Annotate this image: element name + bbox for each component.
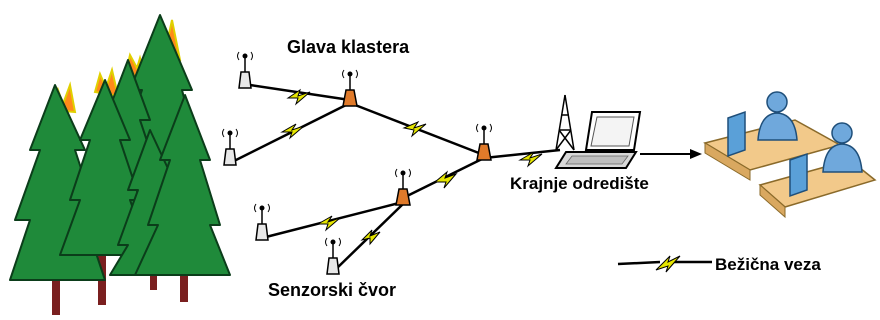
cluster-heads (342, 69, 492, 206)
forest-fire-illustration (9, 14, 231, 315)
trees (9, 14, 231, 281)
cluster-head-node (342, 69, 358, 107)
arrow-icon (640, 149, 702, 159)
cluster-head-label: Glava klastera (287, 37, 410, 57)
sensor-node (237, 51, 253, 89)
cluster-head-node (476, 123, 492, 161)
sensor-node-label: Senzorski čvor (268, 280, 397, 300)
sensor-node (254, 203, 270, 241)
radio-tower-icon (555, 94, 575, 151)
legend-wireless-link-label: Bežična veza (715, 255, 821, 274)
wireless-link-bolts (280, 88, 543, 246)
sensor-nodes (222, 51, 341, 275)
cluster-head-node (395, 168, 411, 206)
sensor-node (222, 128, 238, 166)
laptop-icon (554, 111, 642, 169)
legend-wireless-link-symbol (617, 255, 712, 273)
sensor-node (325, 237, 341, 275)
operators-illustration (703, 91, 877, 219)
destination-label: Krajnje odredište (510, 174, 649, 193)
